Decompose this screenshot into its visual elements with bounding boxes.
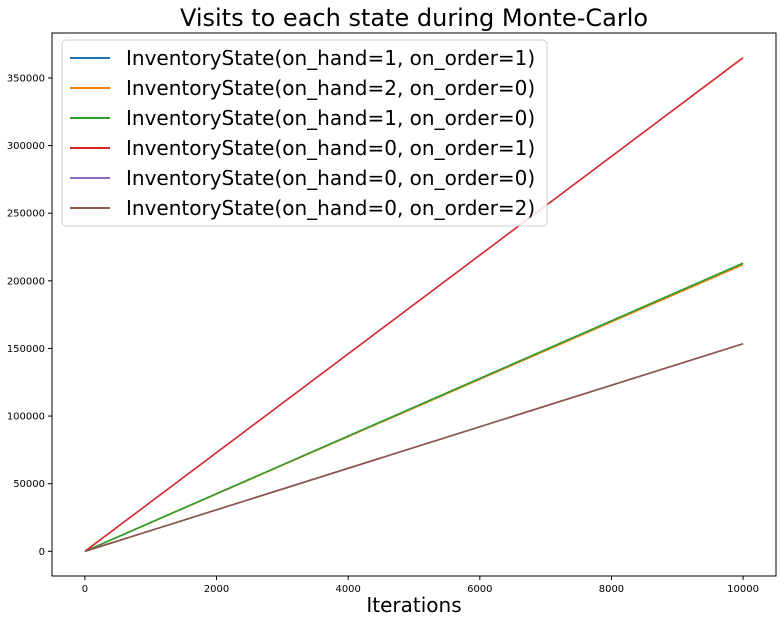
x-tick-label: 8000	[599, 584, 624, 595]
x-tick-label: 4000	[335, 584, 360, 595]
legend-box	[61, 39, 548, 227]
series-line-3	[84, 262, 744, 553]
legend-label-2: InventoryState(on_hand=2, on_order=0)	[126, 76, 535, 100]
series-line-4	[84, 57, 744, 552]
legend-label-5: InventoryState(on_hand=0, on_order=0)	[126, 166, 535, 190]
y-tick-label: 200000	[7, 276, 45, 287]
y-tick-label: 150000	[7, 344, 45, 355]
legend-label-3: InventoryState(on_hand=1, on_order=0)	[126, 106, 535, 130]
plot-area	[84, 57, 744, 553]
y-tick-label: 350000	[7, 73, 45, 84]
x-tick-label: 2000	[204, 584, 229, 595]
y-tick-label: 250000	[7, 209, 45, 220]
x-axis-ticks: 0 2000 4000 6000 8000 10000	[82, 576, 759, 595]
x-tick-label: 10000	[727, 584, 759, 595]
legend-label-1: InventoryState(on_hand=1, on_order=1)	[126, 46, 535, 70]
x-tick-label: 0	[82, 584, 88, 595]
y-tick-label: 300000	[7, 141, 45, 152]
x-axis-label: Iterations	[366, 593, 461, 617]
y-tick-label: 100000	[7, 412, 45, 423]
plot-frame	[51, 32, 777, 577]
legend: InventoryState(on_hand=1, on_order=1) Inv…	[61, 39, 548, 227]
chart-title: Visits to each state during Monte-Carlo	[180, 4, 648, 32]
y-tick-label: 0	[39, 547, 45, 558]
x-tick-label: 6000	[467, 584, 492, 595]
y-tick-label: 50000	[13, 479, 45, 490]
legend-label-4: InventoryState(on_hand=0, on_order=1)	[126, 136, 535, 160]
series-line-6	[84, 342, 744, 553]
y-axis-ticks: 0 50000 100000 150000 200000 250000 300000 3500…	[7, 73, 52, 558]
legend-label-6: InventoryState(on_hand=0, on_order=2)	[126, 196, 535, 220]
